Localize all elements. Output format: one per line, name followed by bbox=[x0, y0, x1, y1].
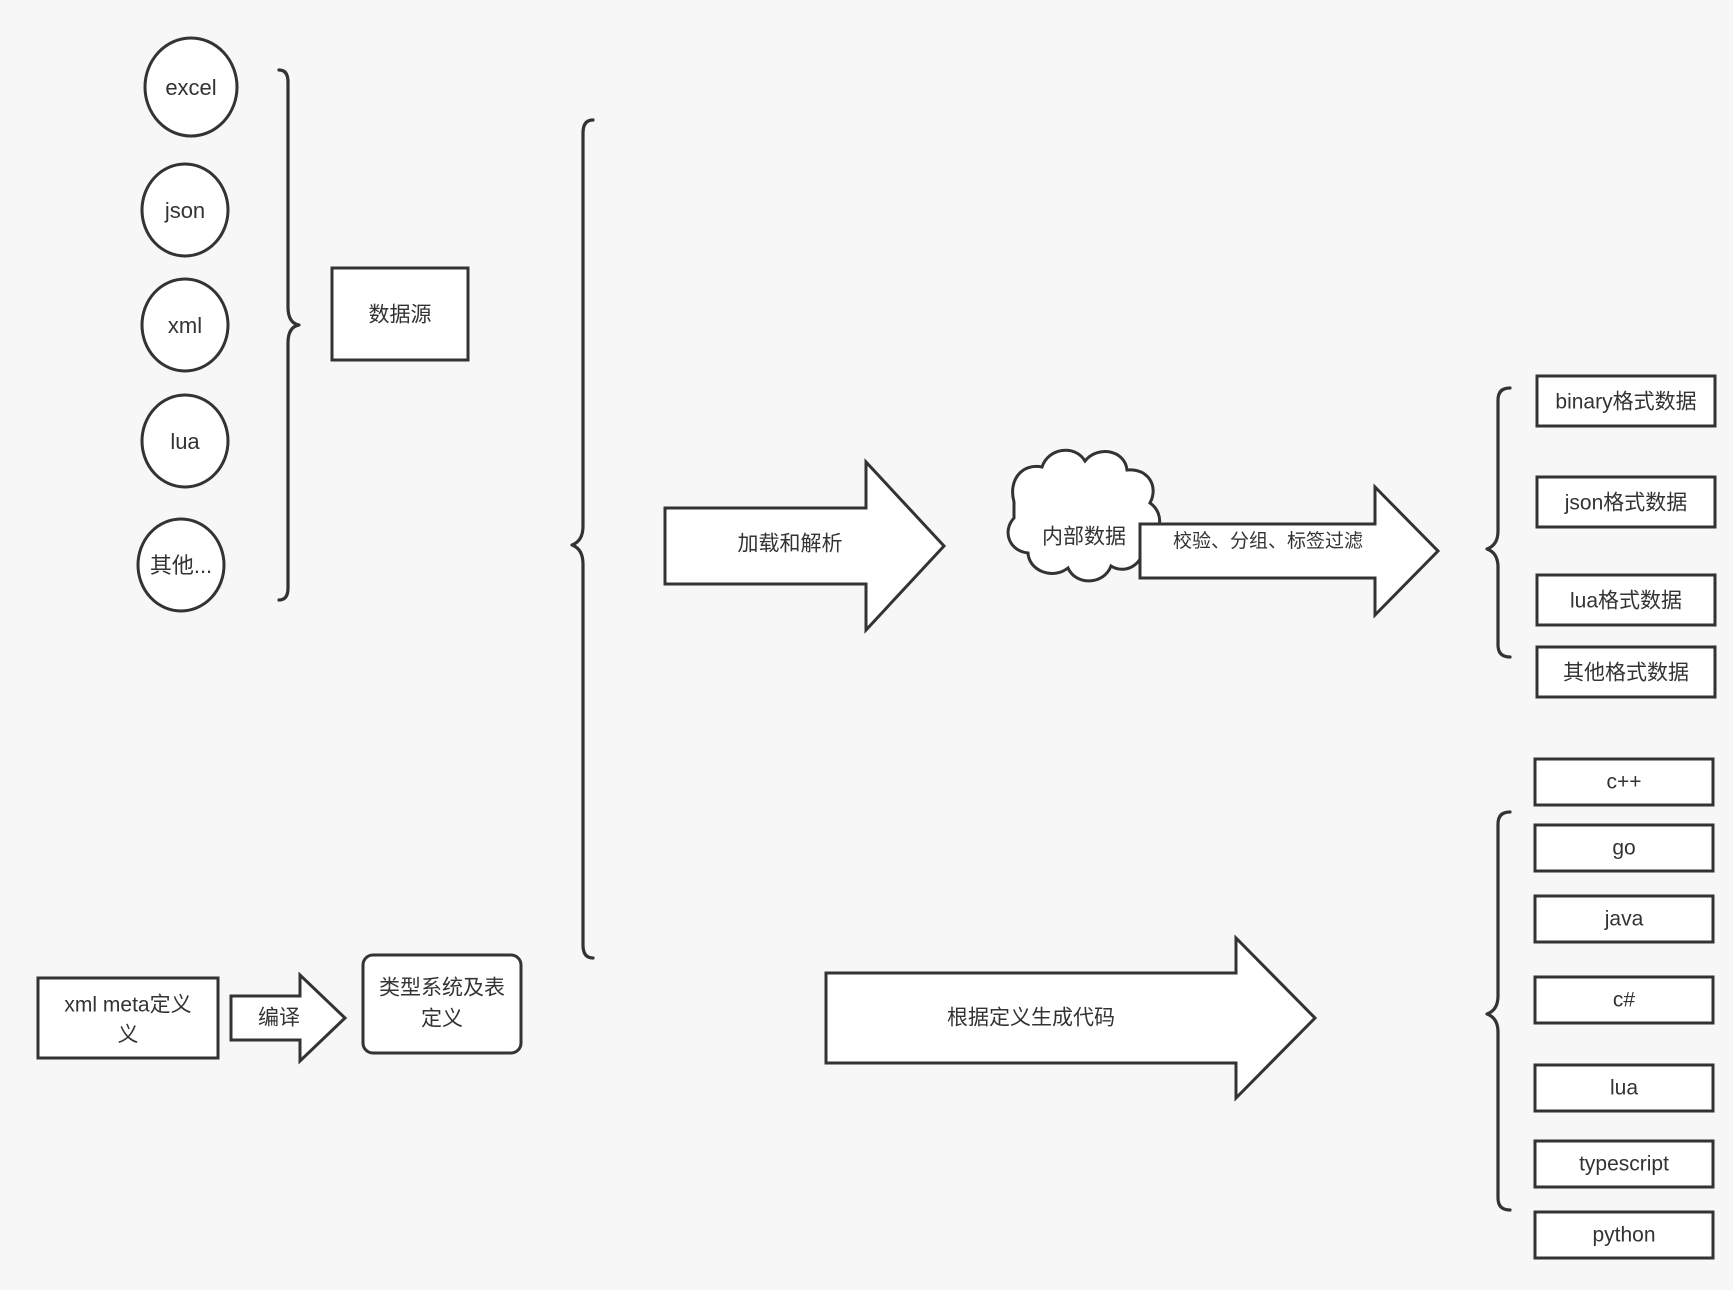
output-box-label: 其他格式数据 bbox=[1563, 662, 1689, 685]
language-box-label: go bbox=[1612, 837, 1635, 860]
language-box-label: java bbox=[1604, 908, 1644, 931]
codegen-arrow-label: 根据定义生成代码 bbox=[947, 1007, 1115, 1030]
output-box-binary[interactable]: binary格式数据 bbox=[1535, 374, 1717, 428]
language-box-label: python bbox=[1592, 1224, 1655, 1247]
output-box-lua[interactable]: lua格式数据 bbox=[1535, 573, 1717, 627]
type-system-box[interactable]: 类型系统及表 定义 bbox=[361, 953, 523, 1055]
language-box-python[interactable]: python bbox=[1533, 1210, 1715, 1260]
source-circle-excel[interactable]: excel bbox=[143, 36, 239, 138]
load-parse-arrow-label: 加载和解析 bbox=[738, 533, 843, 556]
internal-data-cloud-label: 内部数据 bbox=[1042, 526, 1126, 549]
xml-meta-box[interactable]: xml meta定义 义 bbox=[36, 976, 220, 1060]
language-box-go[interactable]: go bbox=[1533, 823, 1715, 873]
output-box-label: lua格式数据 bbox=[1570, 590, 1682, 613]
language-box-typescript[interactable]: typescript bbox=[1533, 1139, 1715, 1189]
compile-arrow-label: 编译 bbox=[258, 1007, 300, 1030]
language-box-label: c++ bbox=[1606, 771, 1641, 794]
output-box-json[interactable]: json格式数据 bbox=[1535, 475, 1717, 529]
sources-brace bbox=[277, 68, 301, 602]
validate-group-filter-arrow-label: 校验、分组、标签过滤 bbox=[1173, 530, 1363, 552]
languages-brace bbox=[1485, 810, 1512, 1212]
output-box-label: binary格式数据 bbox=[1555, 391, 1696, 414]
type-system-box-label-line2: 定义 bbox=[421, 1008, 463, 1031]
xml-meta-box-label-line1: xml meta定义 bbox=[64, 994, 191, 1017]
type-system-box-label-line1: 类型系统及表 bbox=[379, 977, 505, 1000]
output-box-label: json格式数据 bbox=[1564, 492, 1688, 515]
language-box-label: typescript bbox=[1579, 1153, 1669, 1176]
language-box-label: c# bbox=[1613, 989, 1636, 1012]
codegen-arrow[interactable]: 根据定义生成代码 bbox=[824, 934, 1318, 1102]
source-circle-xml[interactable]: xml bbox=[140, 277, 230, 373]
language-box-cpp[interactable]: c++ bbox=[1533, 757, 1715, 807]
load-parse-arrow[interactable]: 加载和解析 bbox=[663, 458, 947, 634]
validate-group-filter-arrow[interactable]: 校验、分组、标签过滤 bbox=[1138, 483, 1441, 619]
source-circle-lua[interactable]: lua bbox=[140, 393, 230, 489]
source-circle-other[interactable]: 其他... bbox=[136, 517, 226, 613]
inputs-brace bbox=[570, 118, 595, 960]
internal-data-cloud[interactable]: 内部数据 bbox=[1006, 448, 1162, 583]
source-circle-label: xml bbox=[168, 313, 202, 338]
language-box-label: lua bbox=[1610, 1077, 1638, 1100]
source-circle-label: lua bbox=[170, 429, 200, 454]
source-circle-label: 其他... bbox=[150, 553, 212, 578]
language-box-lua[interactable]: lua bbox=[1533, 1063, 1715, 1113]
source-circle-label: excel bbox=[165, 75, 216, 100]
outputs-brace bbox=[1485, 386, 1512, 659]
source-circle-json[interactable]: json bbox=[140, 162, 230, 258]
compile-arrow[interactable]: 编译 bbox=[229, 971, 348, 1065]
language-box-csharp[interactable]: c# bbox=[1533, 975, 1715, 1025]
data-source-box-label: 数据源 bbox=[369, 304, 432, 327]
source-circle-label: json bbox=[164, 198, 205, 223]
output-box-other[interactable]: 其他格式数据 bbox=[1535, 645, 1717, 699]
language-box-java[interactable]: java bbox=[1533, 894, 1715, 944]
xml-meta-box-label-line2: 义 bbox=[118, 1024, 139, 1047]
data-source-box[interactable]: 数据源 bbox=[330, 266, 470, 362]
